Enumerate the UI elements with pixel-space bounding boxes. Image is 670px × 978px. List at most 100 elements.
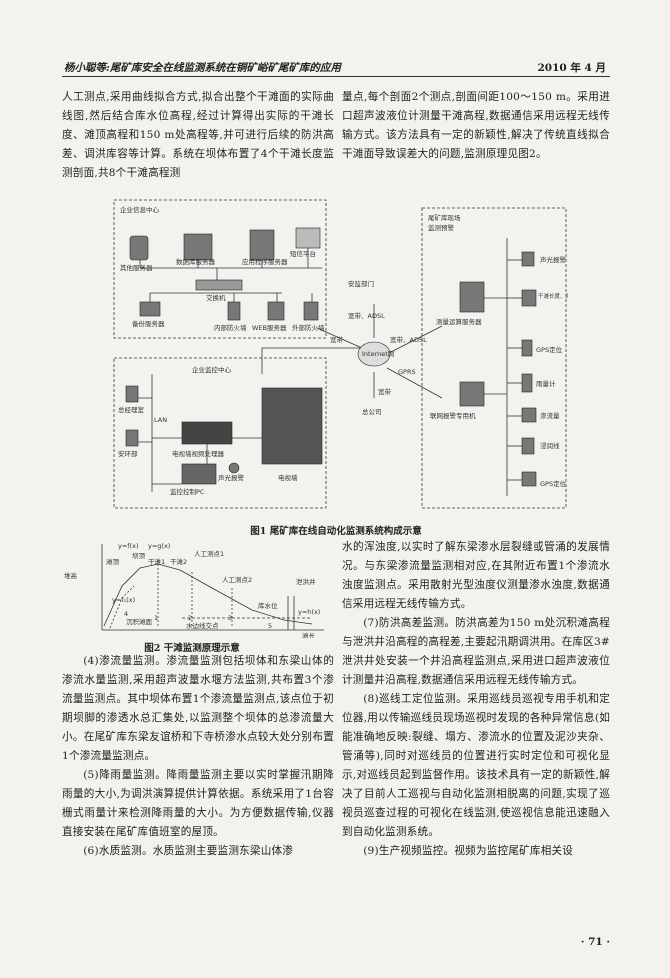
level-meter-icon xyxy=(521,289,537,307)
label: 测量运算服务器 xyxy=(436,317,482,326)
gps-icon xyxy=(521,339,533,357)
label: WEB服务器 xyxy=(252,323,287,332)
paragraph: (6)水质监测。水质监测主要监测东梁山体渗 xyxy=(83,845,294,857)
label: 库水位 xyxy=(258,601,278,610)
label: 坝顶 xyxy=(132,551,146,560)
label: y=h(x) xyxy=(298,608,320,616)
label: y=g(x) xyxy=(148,542,170,550)
paragraph: 水的浑浊度,以实时了解东梁渗水层裂缝或管涌的发展情况。与东梁渗流量监测相对应,在… xyxy=(342,541,610,610)
tv-wall-icon xyxy=(261,387,323,465)
label: 声光报警 xyxy=(540,255,567,264)
label: 宽带 xyxy=(330,335,344,344)
figure-1-system-diagram: 企业信息中心 其他服务器 数据库服务器 应用程序服务器 短信平台 交换机 备份服… xyxy=(113,199,568,509)
paragraph: 人工测点,采用曲线拟合方式,拟合出整个干滩面的实际曲线图,然后结合库水位高程,经… xyxy=(62,91,334,179)
label: 外部防火墙 xyxy=(292,323,325,332)
label: 总经理室 xyxy=(118,405,145,414)
label: 5 xyxy=(268,622,272,630)
label: Internet网 xyxy=(362,350,394,358)
pc-icon xyxy=(125,385,139,403)
monitor-center-box xyxy=(113,357,327,509)
paragraph: (4)渗流量监测。渗流量监测包括坝体和东梁山体的渗流水量监测,采用超声波量水堰方… xyxy=(62,655,334,762)
paragraph: (9)生产视频监控。视频为监控尾矿库相关设 xyxy=(363,845,574,857)
server-icon xyxy=(129,235,149,261)
label: 宽带 xyxy=(378,387,392,396)
label: 数据库服务器 xyxy=(176,257,216,266)
label: 尾矿库现场 xyxy=(428,213,461,222)
label: GPS定位 xyxy=(540,479,567,488)
backup-server-icon xyxy=(139,301,161,317)
label: 联网报警专用机 xyxy=(430,411,476,420)
page-number: · 71 · xyxy=(580,936,610,948)
firewall-icon xyxy=(303,301,319,321)
label: 渗流量 xyxy=(540,411,560,420)
sms-platform-icon xyxy=(295,227,321,249)
label: LAN xyxy=(154,416,167,424)
paragraph: (5)降雨量监测。降雨量监测主要以实时掌握汛期降雨量的大小,为调洪演算提供计算依… xyxy=(62,769,334,838)
info-center-box xyxy=(113,199,327,339)
label: GPS定位 xyxy=(536,345,563,354)
label: 交换机 xyxy=(206,293,226,302)
figure-1-caption: 图1 尾矿库在线自动化监测系统构成示意 xyxy=(250,526,422,537)
label: 企业信息中心 xyxy=(120,205,160,214)
internet-cloud-icon xyxy=(357,341,391,367)
label: 其他服务器 xyxy=(120,263,153,272)
label: 人工测点2 xyxy=(222,576,252,584)
label: 内部防火墙 xyxy=(214,323,247,332)
pc-icon xyxy=(125,429,139,447)
label: 3 xyxy=(228,614,232,622)
app-server-icon xyxy=(249,229,275,261)
label: 泄洪井 xyxy=(296,577,316,586)
label: 沉积滩面 xyxy=(126,617,153,626)
label: 应用程序服务器 xyxy=(242,257,288,266)
label: 安监部门 xyxy=(348,279,374,288)
label: 宽带、ADSL xyxy=(348,311,385,320)
seepage-meter-icon xyxy=(521,407,537,423)
label: 总公司 xyxy=(362,407,382,416)
label: y=f₁(x) xyxy=(112,596,135,604)
paragraph: (8)巡线工定位监测。采用巡线员巡视专用手机和定位器,用以传输巡线员现场巡视时发… xyxy=(342,693,610,838)
label: 监测预警 xyxy=(428,223,455,232)
label: 宽带、ADSL xyxy=(390,335,427,344)
label: 水边线交点 xyxy=(186,621,219,630)
rain-gauge-icon xyxy=(521,373,533,393)
paragraph: (7)防洪高差监测。防洪高差为150 m处沉积滩高程与泄洪井沿高程的高程差,主要… xyxy=(342,617,610,686)
text-column-top-left: 人工测点,采用曲线拟合方式,拟合出整个干滩面的实际曲线图,然后结合库水位高程,经… xyxy=(62,88,334,183)
firewall-icon xyxy=(227,301,241,321)
text-column-bottom-left: (4)渗流量监测。渗流量监测包括坝体和东梁山体的渗流水量监测,采用超声波量水堰方… xyxy=(62,652,334,861)
label: 雨量计 xyxy=(536,379,556,388)
label: 2 xyxy=(188,614,192,622)
database-server-icon xyxy=(183,233,213,261)
label: 人工测点1 xyxy=(194,550,224,558)
video-processor-icon xyxy=(181,421,233,445)
measure-server-icon xyxy=(459,281,485,313)
label: y=f(x) xyxy=(118,542,139,550)
web-server-icon xyxy=(267,301,285,321)
label: 1 xyxy=(154,614,158,622)
gps-icon xyxy=(521,471,537,487)
monitor-pc-icon xyxy=(181,463,217,485)
label: 企业监控中心 xyxy=(192,365,232,374)
label: 浸润线 xyxy=(540,441,560,450)
alarm-device-icon xyxy=(521,251,535,267)
axis-label-y: 堆高 xyxy=(64,571,78,580)
phreatic-line-icon xyxy=(521,437,535,455)
label: 安环部 xyxy=(118,449,138,458)
label: 滩顶 xyxy=(106,557,120,566)
label: 短信平台 xyxy=(290,249,316,258)
paragraph: 量点,每个剖面2个测点,剖面间距100～150 m。采用进口超声波液位计测量干滩… xyxy=(342,91,610,160)
label: GPRS xyxy=(398,368,416,376)
header-date: 2010 年 4 月 xyxy=(537,62,607,74)
label: 监控控制PC xyxy=(170,487,205,496)
label: 干滩2 xyxy=(170,557,187,566)
label: 电视墙视频处理器 xyxy=(172,449,225,458)
label: 4 xyxy=(124,610,128,618)
label: 备份服务器 xyxy=(132,319,165,328)
label: 电视墙 xyxy=(278,473,298,482)
alarm-machine-icon xyxy=(459,381,485,407)
running-header: 杨小聪等:尾矿库安全在线监测系统在铜矿峪矿尾矿库的应用 2010 年 4 月 xyxy=(62,58,610,77)
header-title: 杨小聪等:尾矿库安全在线监测系统在铜矿峪矿尾矿库的应用 xyxy=(64,62,341,74)
site-box xyxy=(421,207,567,509)
alarm-icon xyxy=(228,462,240,474)
axis-label-x: 滩长 xyxy=(302,631,316,638)
switch-icon xyxy=(195,279,243,291)
